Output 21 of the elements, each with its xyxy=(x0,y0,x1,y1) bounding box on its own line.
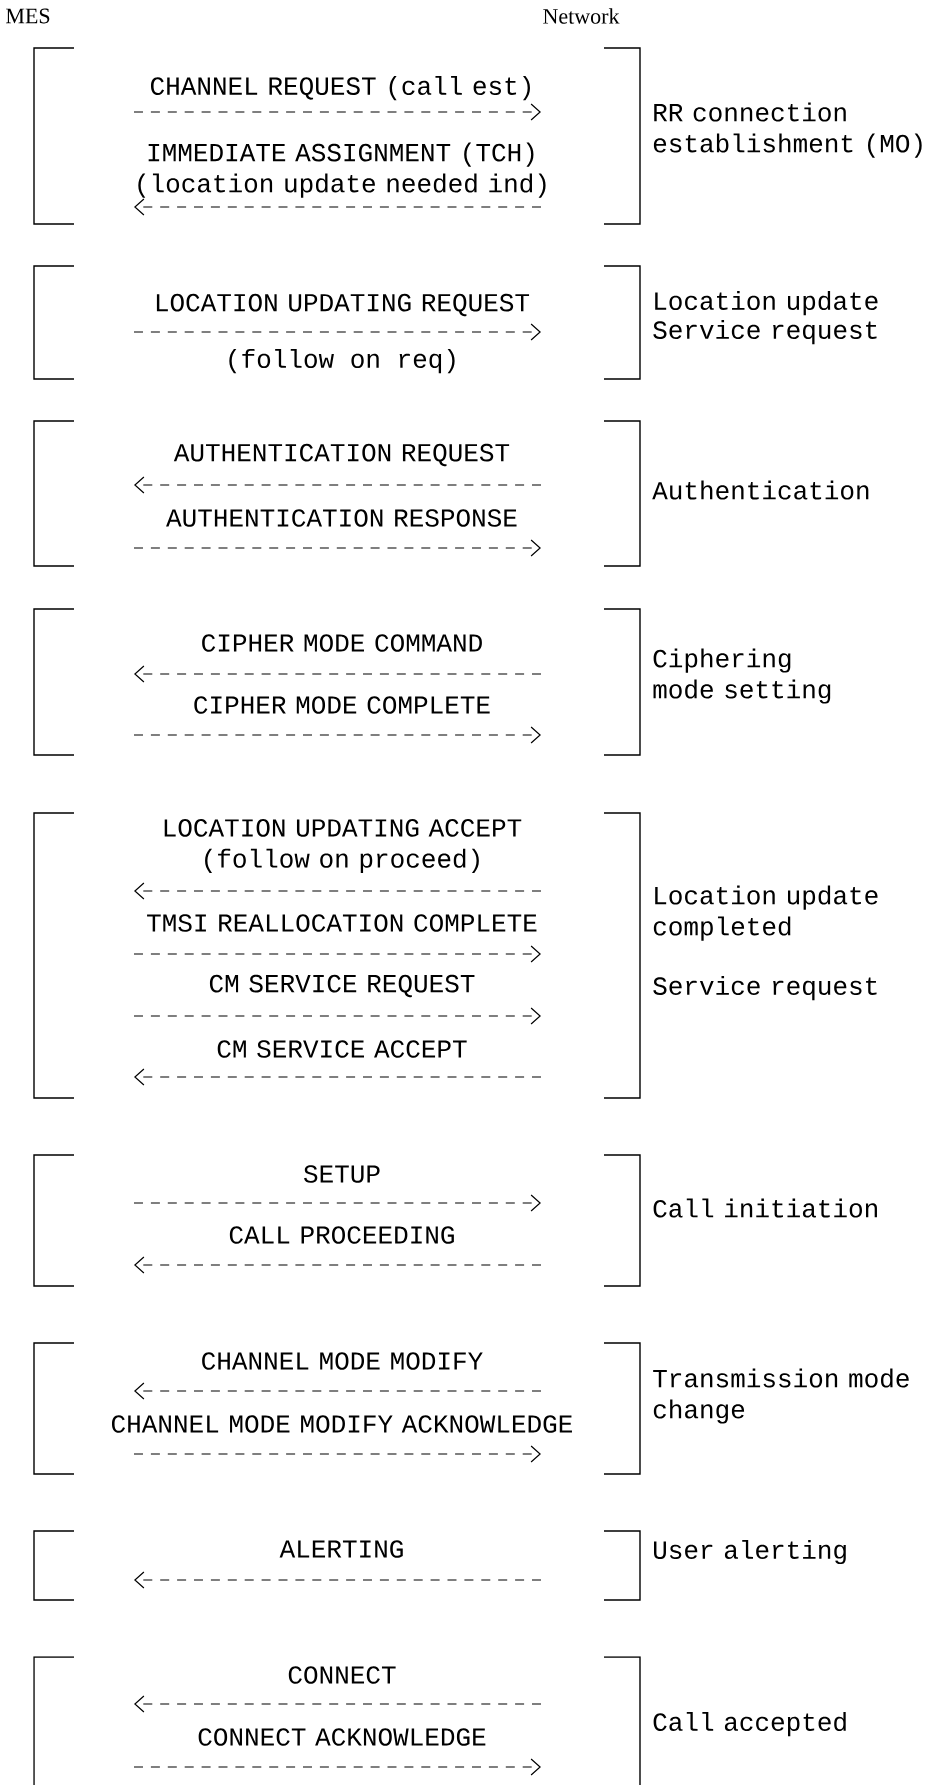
message-label: CALL PROCEEDING xyxy=(229,1226,454,1244)
message-note: (follow on req) xyxy=(229,348,455,374)
message-label: ALERTING xyxy=(279,1540,403,1558)
message-label: SETUP xyxy=(304,1165,380,1183)
message-label: CHANNEL MODE MODIFY ACKNOWLEDGE xyxy=(112,1415,572,1433)
message-label: CONNECT xyxy=(288,1666,396,1684)
message-label: AUTHENTICATION RESPONSE xyxy=(166,509,517,527)
lifeline-label: MES xyxy=(6,8,50,24)
message-label: TMSI REALLOCATION COMPLETE xyxy=(147,914,537,932)
message-label: CHANNEL REQUEST (call est) xyxy=(151,75,530,101)
message-label: CM SERVICE REQUEST xyxy=(209,974,475,998)
message-label: CIPHER MODE COMPLETE xyxy=(194,696,490,714)
message-label: AUTHENTICATION REQUEST xyxy=(173,443,510,467)
message-label: LOCATION UPDATING REQUEST xyxy=(156,293,530,317)
message-label: CM SERVICE ACCEPT xyxy=(217,1040,467,1058)
lifeline-label: Network xyxy=(543,8,620,24)
message-label: LOCATION UPDATING ACCEPT (follow on proceed) xyxy=(164,819,522,873)
message-label: IMMEDIATE ASSIGNMENT (TCH) (location update needed ind) xyxy=(138,142,546,198)
message-label: CHANNEL MODE MODIFY xyxy=(202,1352,483,1370)
message-label: CONNECT ACKNOWLEDGE xyxy=(198,1728,486,1746)
message-label: CIPHER MODE COMMAND xyxy=(202,634,482,652)
